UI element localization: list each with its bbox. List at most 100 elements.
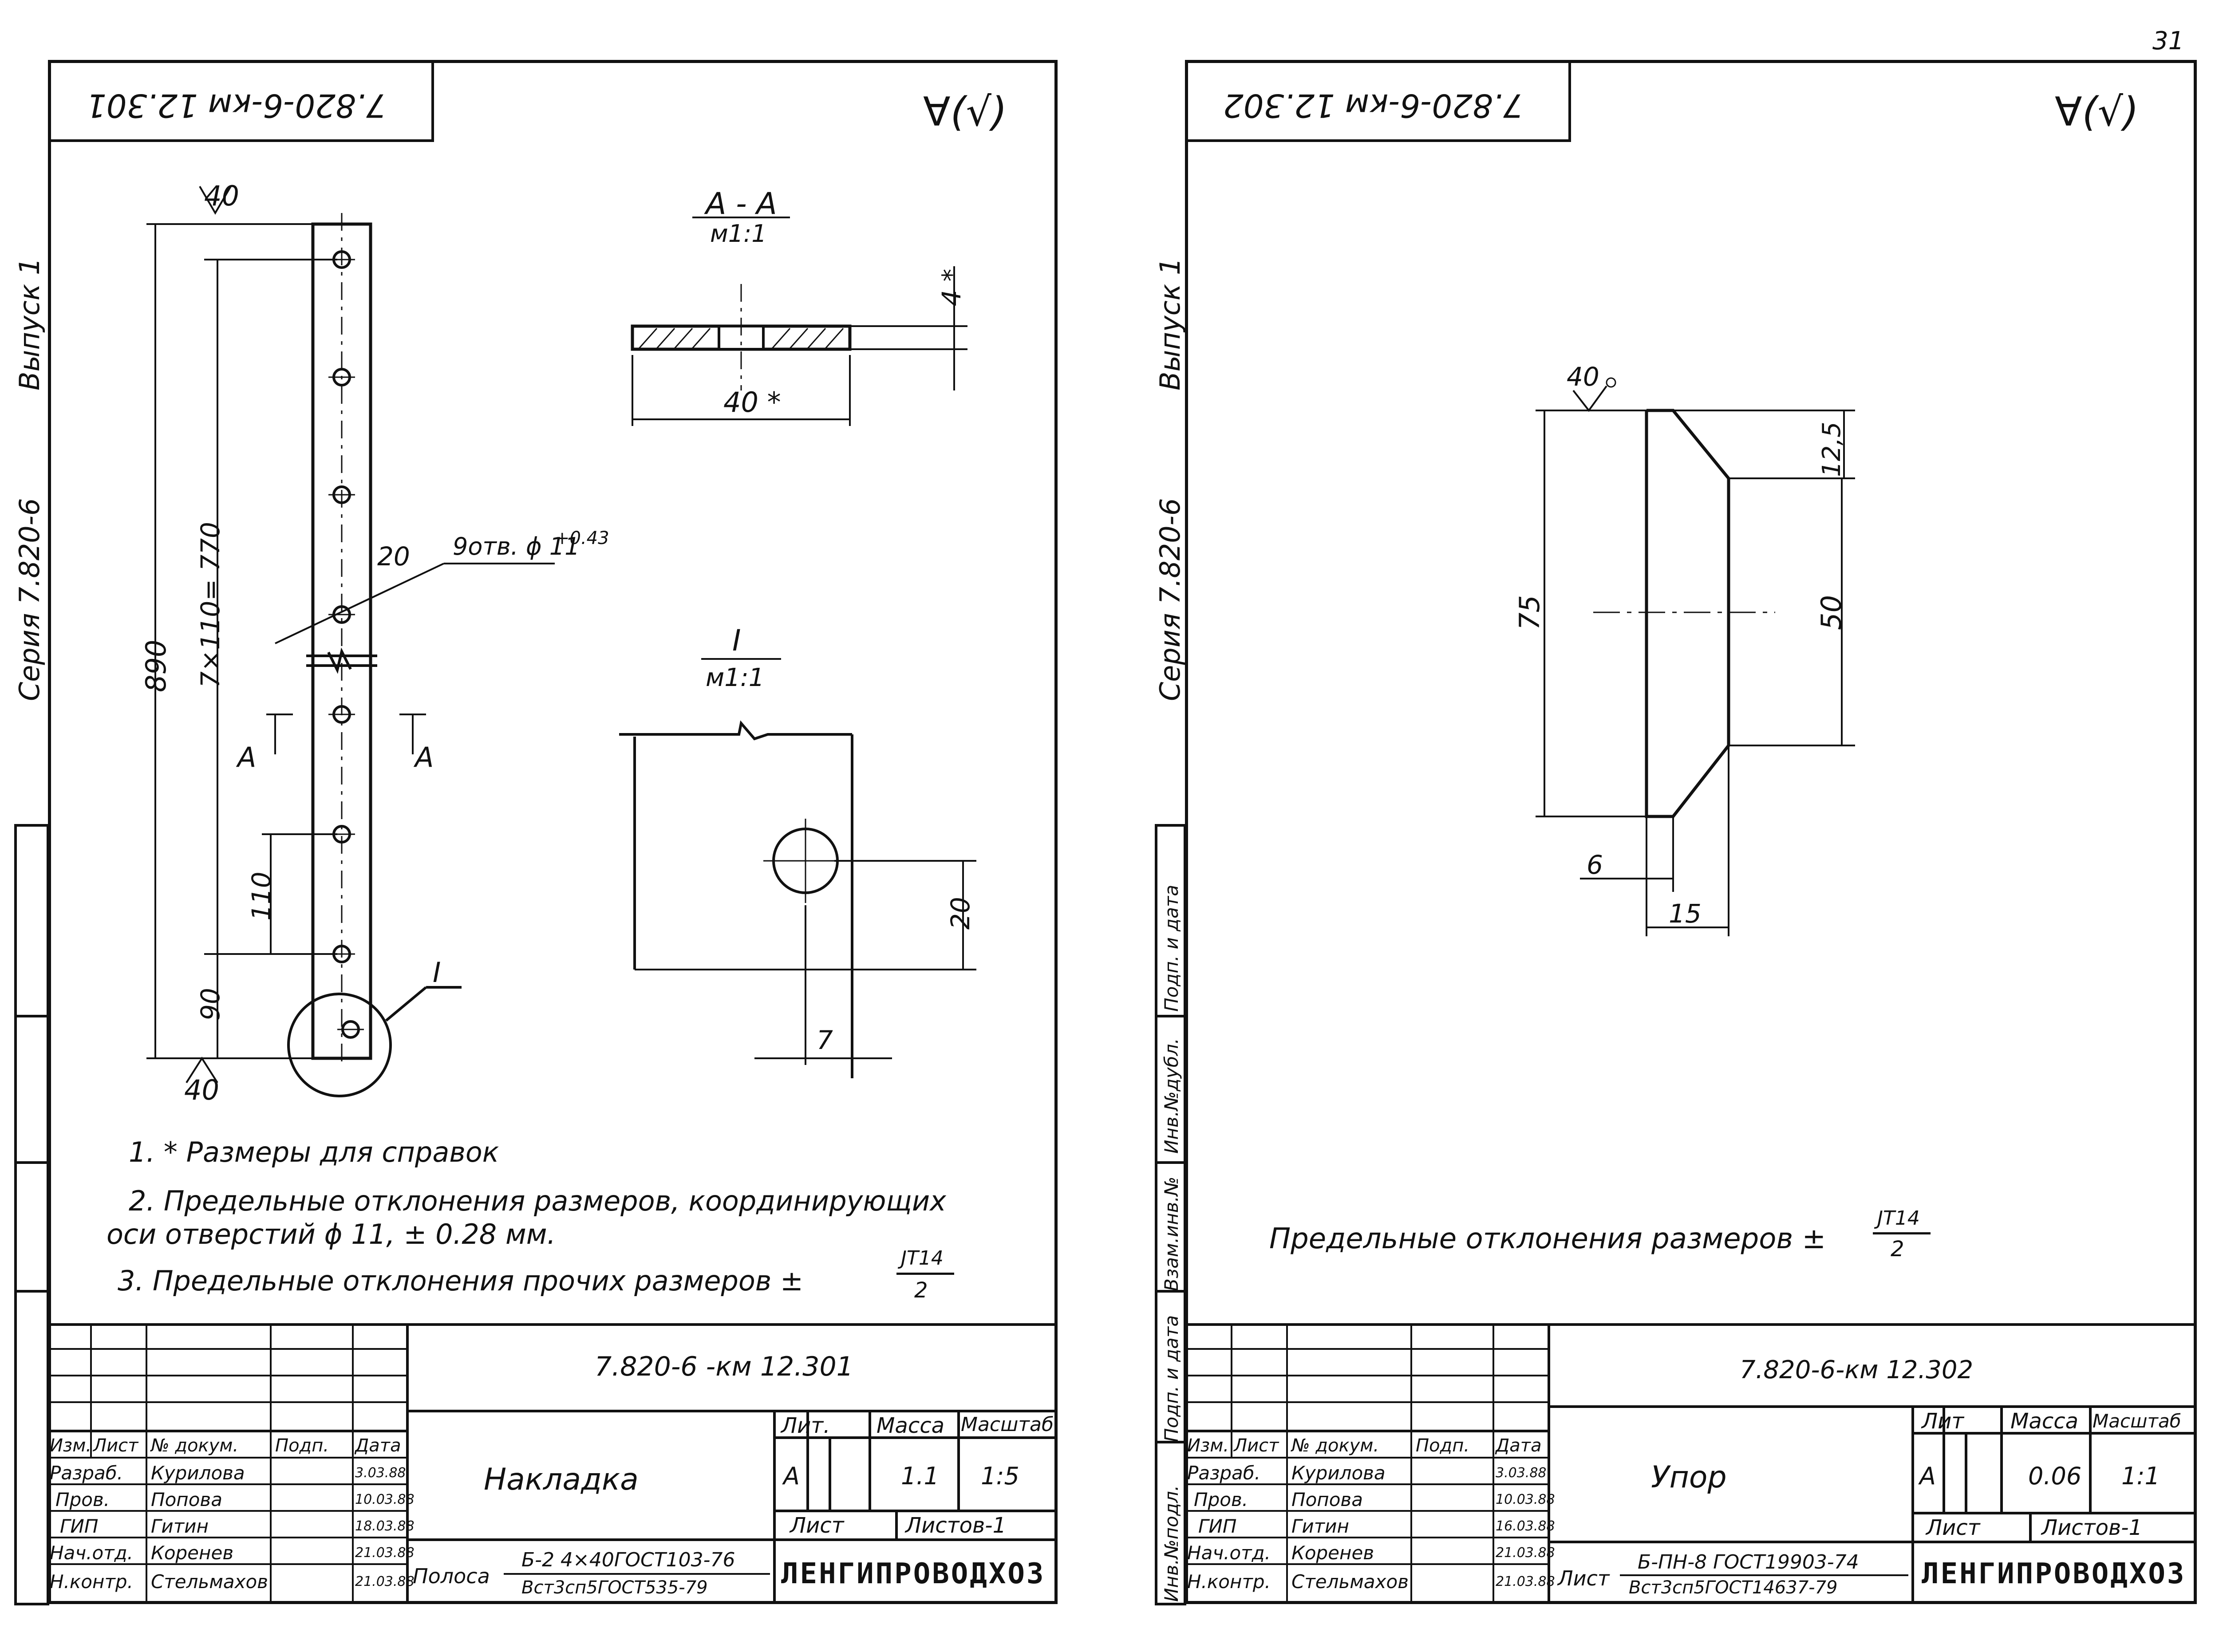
right-tb-sheet-label: Лист	[1926, 1515, 1980, 1540]
right-tb-lit: А	[1919, 1462, 1936, 1490]
left-tb-sheet-label: Лист	[790, 1513, 844, 1538]
right-tb-col-izm: Изм.	[1187, 1435, 1229, 1456]
right-tb-material-prefix: Лист	[1558, 1566, 1610, 1590]
left-tb-sheets-label: Листов-1	[905, 1513, 1007, 1538]
left-tb-date-5: 21.03.88	[355, 1574, 415, 1589]
left-tb-mass: 1.1	[901, 1462, 939, 1490]
right-tb-material-bottom: Вст3сп5ГОСТ14637-79	[1629, 1577, 1838, 1598]
left-tb-col-list: Лист	[93, 1435, 138, 1456]
left-note-3: 3. Предельные отклонения прочих размеров…	[118, 1265, 803, 1297]
left-note-1: 1. * Размеры для справок	[129, 1136, 499, 1168]
left-tb-role-4: Нач.отд.	[50, 1542, 134, 1564]
left-tb-lit: А	[783, 1462, 800, 1490]
right-tb-mass-header: Масса	[2010, 1409, 2079, 1434]
left-tb-date-1: 3.03.88	[355, 1465, 406, 1481]
right-tb-scale: 1:1	[2121, 1462, 2160, 1490]
left-section-mark-a1: А	[237, 741, 257, 773]
detail-i-title: I	[732, 623, 741, 658]
right-tb-name-3: Гитин	[1291, 1515, 1349, 1537]
right-note: Предельные отклонения размеров ±	[1269, 1222, 1826, 1255]
left-holes-tolerance: +0.43	[555, 528, 609, 548]
right-tb-name-4: Коренев	[1291, 1542, 1374, 1564]
left-tb-material-bar	[504, 1573, 770, 1575]
right-dim-75: 75	[1513, 595, 1546, 630]
right-tb-part-name: Упор	[1651, 1460, 1727, 1495]
left-tb-date-3: 18.03.88	[355, 1518, 415, 1534]
right-tb-sheets-label: Листов-1	[2041, 1515, 2143, 1540]
right-tb-col-sign: Подп.	[1416, 1435, 1470, 1456]
left-dim-40-top: 40	[204, 180, 239, 212]
section-aa-dim-40: 40 *	[723, 386, 781, 418]
left-tb-date-4: 21.03.88	[355, 1545, 415, 1561]
right-dim-40: 40	[1567, 362, 1599, 392]
right-note-frac-den: 2	[1891, 1237, 1904, 1262]
left-drawing-frame	[48, 60, 1058, 1604]
right-tb-col-doc: № докум.	[1291, 1435, 1379, 1456]
right-tb-name-5: Стельмахов	[1291, 1571, 1409, 1593]
right-dim-6: 6	[1587, 850, 1603, 880]
right-tb-date-4: 21.03.88	[1496, 1545, 1555, 1561]
left-dim-40-bottom: 40	[184, 1074, 219, 1106]
left-tb-scale-header: Масштаб	[961, 1413, 1054, 1436]
right-dim-15: 15	[1669, 899, 1702, 929]
left-tb-col-doc: № докум.	[151, 1435, 239, 1456]
right-tb-scale-header: Масштаб	[2093, 1410, 2181, 1432]
left-tb-role-3: ГИП	[60, 1515, 99, 1537]
right-tb-role-4: Нач.отд.	[1187, 1542, 1271, 1564]
right-note-frac-num: ЈТ14	[1877, 1207, 1920, 1230]
left-tb-mass-header: Масса	[877, 1413, 945, 1438]
right-tb-col-list: Лист	[1234, 1435, 1279, 1456]
left-tb-org: ЛЕНГИПРОВОДХОЗ	[781, 1557, 1046, 1590]
right-tb-material-top: Б-ПН-8 ГОСТ19903-74	[1638, 1551, 1859, 1573]
left-tb-part-name: Накладка	[484, 1462, 639, 1497]
right-drawing-frame	[1185, 60, 2197, 1604]
section-aa-title: А - А	[706, 186, 777, 221]
right-tb-doc-code: 7.820-6-км 12.302	[1740, 1356, 1974, 1384]
left-note-frac-bar	[896, 1273, 954, 1275]
right-tb-lit-header: Лит	[1922, 1409, 1964, 1434]
left-detail-mark: I	[433, 956, 441, 989]
left-tb-name-5: Стельмахов	[151, 1571, 268, 1593]
right-tb-col-date: Дата	[1496, 1435, 1542, 1456]
right-tb-role-5: Н.контр.	[1187, 1571, 1271, 1593]
left-dim-20: 20	[377, 541, 410, 572]
left-holes-label: 9отв. ϕ 11	[453, 532, 580, 560]
right-tb-date-2: 10.03.88	[1496, 1492, 1555, 1507]
right-tb-name-1: Курилова	[1291, 1462, 1386, 1484]
left-note-2a: 2. Предельные отклонения размеров, коорд…	[129, 1185, 946, 1217]
right-tb-name-2: Попова	[1291, 1489, 1363, 1510]
right-tb-role-3: ГИП	[1198, 1515, 1237, 1537]
left-tb-role-5: Н.контр.	[50, 1571, 133, 1593]
left-note-frac-den: 2	[914, 1278, 928, 1303]
left-note-2b: оси отверстий ϕ 11, ± 0.28 мм.	[107, 1218, 556, 1250]
right-tb-material-bar	[1620, 1574, 1908, 1576]
right-tb-date-5: 21.03.88	[1496, 1574, 1555, 1589]
right-tb-date-1: 3.03.88	[1496, 1465, 1547, 1481]
section-aa-scale: м1:1	[710, 220, 767, 248]
left-tb-material-bottom: Вст3сп5ГОСТ535-79	[521, 1577, 708, 1598]
right-corner-stamp: 7.820-6-км 12.302	[1185, 60, 1571, 142]
left-tb-name-2: Попова	[151, 1489, 222, 1510]
left-tb-col-izm: Изм.	[50, 1435, 92, 1456]
detail-i-scale: м1:1	[706, 663, 765, 692]
left-corner-stamp: 7.820-6-км 12.301	[48, 60, 434, 142]
left-tb-name-4: Коренев	[151, 1542, 234, 1564]
left-roughness-symbol: ∀(√)	[923, 89, 1007, 135]
right-roughness-symbol: ∀(√)	[2055, 89, 2139, 135]
left-tb-name-3: Гитин	[151, 1515, 209, 1537]
right-tb-org: ЛЕНГИПРОВОДХОЗ	[1922, 1557, 2186, 1590]
left-tb-role-1: Разраб.	[50, 1462, 123, 1484]
left-note-frac-num: ЈТ14	[901, 1247, 944, 1270]
left-tb-lit-header: Лит.	[781, 1413, 830, 1438]
left-tb-doc-code: 7.820-6 -км 12.301	[595, 1351, 853, 1382]
page-number: 31	[2152, 27, 2184, 55]
right-tb-role-2: Пров.	[1194, 1489, 1248, 1510]
left-tb-scale: 1:5	[981, 1462, 1019, 1490]
detail-i-dim-7: 7	[817, 1025, 833, 1055]
left-tb-material-prefix: Полоса	[413, 1564, 490, 1588]
right-tb-role-1: Разраб.	[1187, 1462, 1261, 1484]
left-tb-material-top: Б-2 4×40ГОСТ103-76	[521, 1549, 735, 1571]
